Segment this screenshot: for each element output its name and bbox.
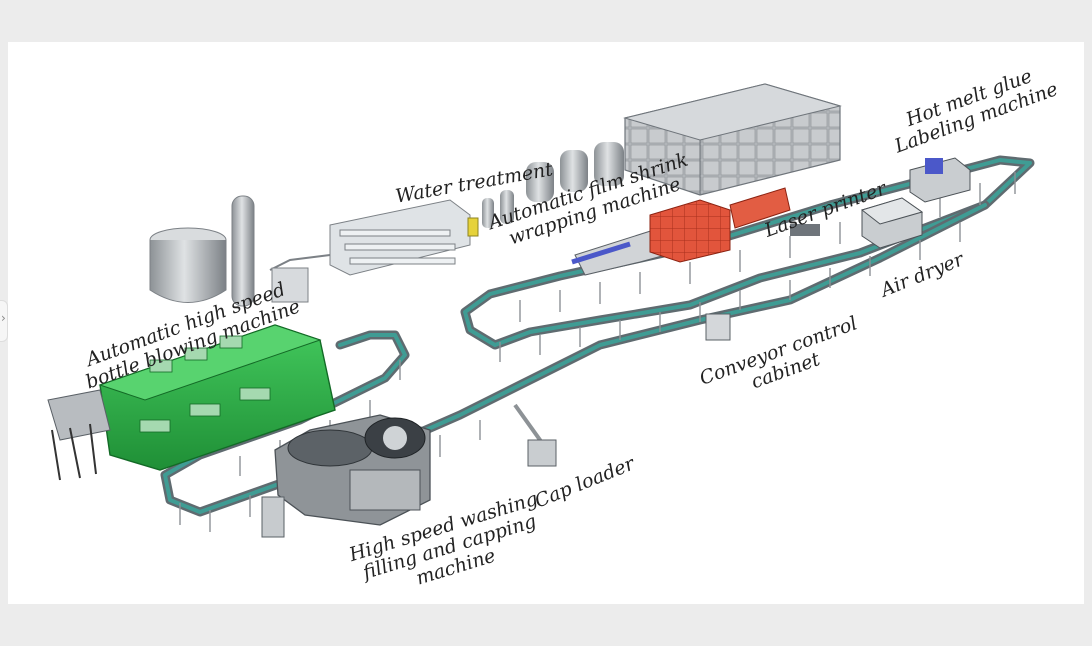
bottle-blowing-machine bbox=[47, 324, 336, 481]
laser-printer bbox=[790, 224, 820, 236]
water-storage-tank bbox=[623, 83, 842, 196]
air-dryer bbox=[860, 197, 924, 249]
washing-filling-capping-machine bbox=[261, 414, 431, 538]
preform-silo bbox=[149, 195, 255, 307]
water-treatment-unit bbox=[269, 142, 624, 303]
cap-loader bbox=[513, 403, 557, 467]
conveyor-control-cabinet bbox=[705, 313, 731, 341]
film-shrink-wrapping-machine bbox=[571, 187, 791, 276]
hot-melt-labeling-machine bbox=[909, 157, 971, 203]
chevron-right-icon[interactable] bbox=[0, 300, 8, 342]
